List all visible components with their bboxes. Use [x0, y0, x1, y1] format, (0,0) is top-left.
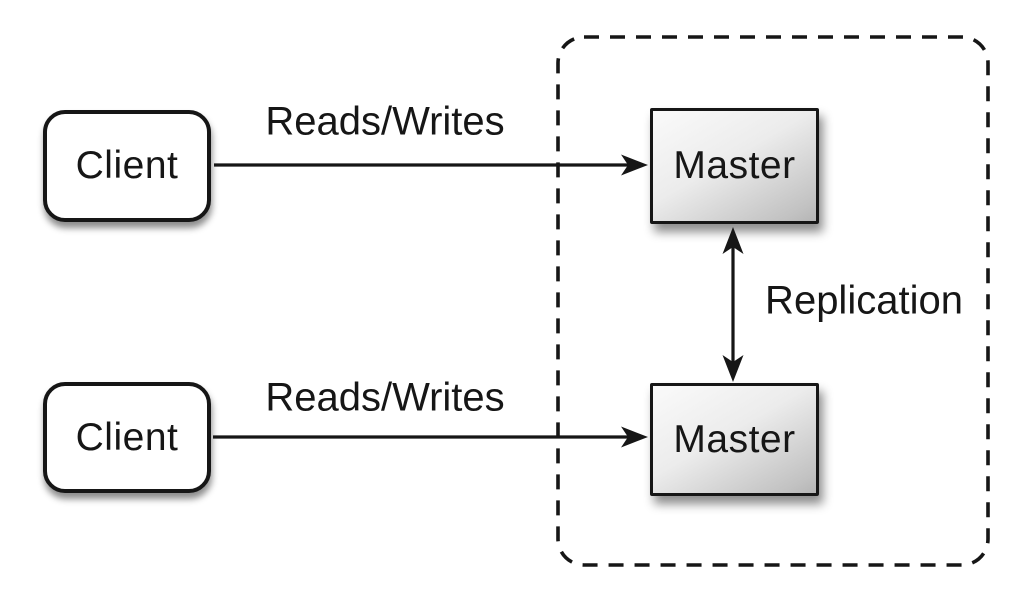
- node-client-top: Client: [43, 110, 211, 222]
- node-master-bottom: Master: [650, 383, 819, 496]
- arrow-replication: [722, 227, 744, 382]
- client-top-label: Client: [75, 144, 179, 187]
- node-client-bottom: Client: [43, 382, 211, 493]
- edge-label-reads-writes-bottom: Reads/Writes: [265, 375, 505, 420]
- master-top-label: Master: [673, 144, 796, 187]
- client-bottom-label: Client: [75, 415, 179, 459]
- arrow-reads-writes-top: [214, 154, 648, 176]
- edge-label-replication: Replication: [765, 278, 963, 323]
- edge-label-reads-writes-top: Reads/Writes: [265, 99, 505, 144]
- master-bottom-label: Master: [673, 417, 796, 461]
- node-master-top: Master: [650, 108, 819, 224]
- arrow-reads-writes-bottom: [213, 426, 648, 448]
